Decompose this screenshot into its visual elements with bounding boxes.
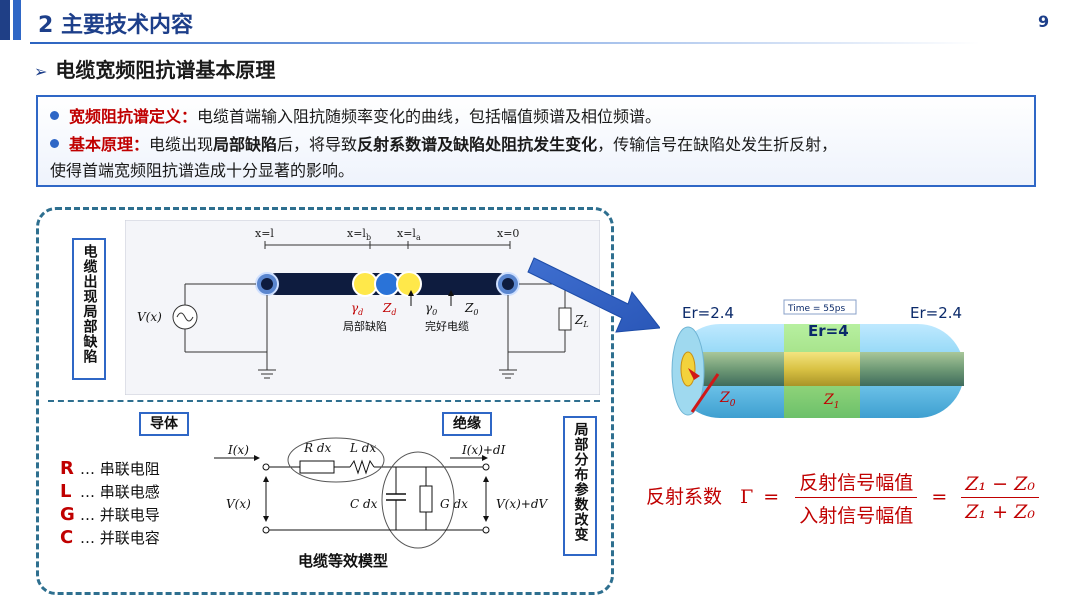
- local-defect-label: 局部缺陷: [343, 319, 387, 333]
- rlgc-legend: R … 串联电阻 L … 串联电感 G … 并联电导 C … 并联电容: [60, 458, 160, 550]
- header-divider: [30, 42, 1030, 44]
- formula-denominator-text: 入射信号幅值: [799, 505, 914, 527]
- formula-numerator-text: 反射信号幅值: [795, 468, 918, 498]
- bullet-dot-icon: [50, 139, 59, 148]
- z0-label: Z0: [719, 390, 736, 409]
- subtitle-text: 电缆宽频阻抗谱基本原理: [55, 58, 276, 82]
- er-right-label: Er=2.4: [910, 304, 962, 322]
- definition-text: 电缆首端输入阻抗随频率变化的曲线，包括幅值频谱及相位频谱。: [197, 107, 662, 126]
- definition-term: 宽频阻抗谱定义：: [69, 107, 198, 126]
- load-z-label: ZL: [574, 313, 589, 329]
- conductance-icon: [419, 485, 433, 513]
- ix-label: I(x): [227, 443, 249, 457]
- defect-side-label-text: 电缆出现局部缺陷: [81, 244, 98, 364]
- defect-side-label: 电缆出现局部缺陷: [72, 238, 106, 380]
- pos-lb-label: x=lb: [347, 227, 371, 242]
- cable-defect-diagram: x=l x=lb x=la x=0 γd Zd γ0 Z0 局部缺陷 完好电缆 …: [125, 220, 600, 395]
- principle-text-3: ，传输信号在缺陷处发生折反射，: [597, 135, 838, 154]
- vx-dv-label: V(x)+dV: [496, 497, 549, 511]
- model-side-label-text: 局部分布参数改变: [572, 422, 589, 542]
- model-caption: 电缆等效模型: [298, 552, 389, 570]
- source-v-label: V(x): [137, 310, 162, 324]
- definition-line-3: 使得首端宽频阻抗谱造成十分显著的影响。: [50, 161, 355, 180]
- formula-gamma: Γ: [740, 486, 754, 508]
- legend-letter-c: C: [60, 527, 74, 548]
- er-left-label: Er=2.4: [682, 304, 734, 322]
- defect-yellow-2: [396, 271, 422, 297]
- gamma-0-label: γ0: [425, 301, 437, 317]
- vx-label: V(x): [226, 497, 251, 511]
- conductor-label: 导体: [139, 412, 189, 436]
- insulation-ellipse: [381, 451, 455, 549]
- cable-simulation-image: Time = 55ps Er=2.4 Er=4 Er=2.4 Z0 Z1: [660, 296, 988, 422]
- legend-row-g: G … 并联电导: [60, 504, 160, 527]
- formula-numerator-expr: Z₁ − Z₀: [961, 473, 1039, 498]
- diagram-panel-bg: [125, 220, 600, 395]
- defect-yellow-1: [352, 271, 378, 297]
- principle-bold-1: 局部缺陷: [213, 135, 278, 154]
- arrow-bullet-icon: ➢: [34, 62, 48, 81]
- formula-text-fraction: 反射信号幅值 入射信号幅值: [795, 468, 918, 528]
- legend-text-l: … 串联电感: [80, 483, 160, 501]
- pos-la-label: x=la: [397, 227, 421, 242]
- resistor-icon: [299, 460, 335, 474]
- definition-line-2: 基本原理：电缆出现局部缺陷后，将导致反射系数谱及缺陷处阻抗发生变化，传输信号在缺…: [50, 131, 837, 155]
- core-end: [680, 351, 696, 387]
- legend-row-l: L … 串联电感: [60, 481, 160, 504]
- legend-row-r: R … 串联电阻: [60, 458, 160, 481]
- time-badge: [783, 299, 857, 315]
- equivalent-circuit: I(x) I(x)+dI R dx L dx V(x) V(x)+dV C dx…: [214, 437, 549, 549]
- r-dx-label: R dx: [303, 441, 332, 455]
- z0-pointer: [690, 373, 720, 413]
- header-accent-bar-secondary: [13, 0, 21, 40]
- formula-z-fraction: Z₁ − Z₀ Z₁ + Z₀: [961, 473, 1039, 523]
- legend-letter-g: G: [60, 504, 75, 525]
- gamma-d-label: γd: [351, 301, 363, 317]
- definition-line-1: 宽频阻抗谱定义：电缆首端输入阻抗随频率变化的曲线，包括幅值频谱及相位频谱。: [50, 103, 661, 127]
- bullet-dot-icon: [50, 111, 59, 120]
- formula-denominator-expr: Z₁ + Z₀: [965, 501, 1035, 523]
- model-side-label: 局部分布参数改变: [563, 416, 597, 556]
- reflection-coefficient-formula: 反射系数 Γ = 反射信号幅值 入射信号幅值 = Z₁ − Z₀ Z₁ + Z₀: [646, 468, 1045, 528]
- principle-text-2: 后，将导致: [277, 135, 358, 154]
- pos-l-label: x=l: [255, 227, 274, 240]
- z-d-label: Zd: [382, 301, 396, 317]
- legend-text-c: … 并联电容: [80, 529, 160, 547]
- diagram-separator: [48, 400, 600, 402]
- time-label: Time = 55ps: [787, 304, 845, 314]
- page-number: 9: [1038, 12, 1050, 31]
- legend-letter-r: R: [60, 458, 74, 479]
- definition-box: 宽频阻抗谱定义：电缆首端输入阻抗随频率变化的曲线，包括幅值频谱及相位频谱。 基本…: [36, 95, 1036, 187]
- ix-di-label: I(x)+dI: [461, 443, 506, 457]
- section-title: 2 主要技术内容: [38, 13, 193, 38]
- header-accent-bar: [0, 0, 10, 40]
- principle-text-1: 电缆出现: [149, 135, 214, 154]
- l-dx-label: L dx: [349, 441, 376, 455]
- good-cable-label: 完好电缆: [425, 319, 469, 333]
- z1-label: Z1: [823, 392, 839, 411]
- conductor-ellipse: [287, 437, 385, 483]
- legend-letter-l: L: [60, 481, 72, 502]
- insulation-label: 绝缘: [442, 412, 492, 436]
- diagram-container: [36, 207, 614, 595]
- legend-text-r: … 串联电阻: [80, 460, 160, 478]
- formula-eq-2: =: [931, 486, 948, 508]
- c-dx-label: C dx: [350, 497, 378, 511]
- formula-eq-1: =: [763, 486, 780, 508]
- z-0-label: Z0: [464, 301, 478, 317]
- er-mid-label: Er=4: [808, 322, 849, 340]
- formula-lhs: 反射系数: [646, 486, 723, 508]
- legend-text-g: … 并联电导: [80, 506, 160, 524]
- legend-row-c: C … 并联电容: [60, 527, 160, 550]
- pointer-arrow-icon: [527, 257, 661, 333]
- inductor-icon: [349, 459, 375, 475]
- principle-term: 基本原理：: [69, 135, 150, 154]
- slide-subtitle: ➢ 电缆宽频阻抗谱基本原理: [34, 54, 275, 83]
- defect-blue-mid: [374, 271, 400, 297]
- principle-bold-2: 反射系数谱及缺陷处阻抗发生变化: [357, 135, 598, 154]
- pos-0-label: x=0: [497, 227, 519, 240]
